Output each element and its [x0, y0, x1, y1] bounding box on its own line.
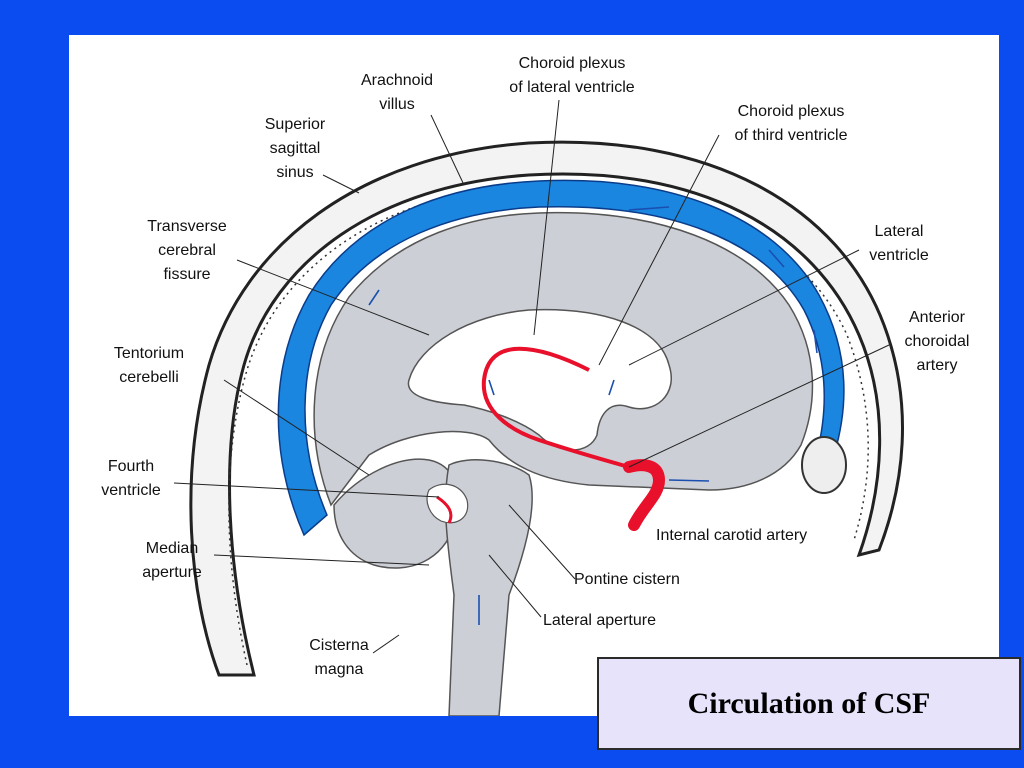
label-lateral-aperture: Lateral aperture	[543, 612, 656, 629]
internal-carotid-artery-shape	[623, 459, 666, 531]
brain-illustration: Superior sagittal sinus Arachnoid villus…	[101, 55, 970, 716]
svg-text:magna: magna	[315, 661, 364, 678]
title-box: Circulation of CSF	[597, 657, 1021, 750]
svg-text:Choroid plexus: Choroid plexus	[519, 55, 626, 72]
label-cisterna-magna: Cisterna magna	[309, 637, 369, 678]
slide-title: Circulation of CSF	[687, 686, 931, 720]
svg-text:Superior: Superior	[265, 116, 326, 133]
label-choroid-plexus-third: Choroid plexus of third ventricle	[735, 103, 848, 144]
svg-text:fissure: fissure	[163, 266, 210, 283]
label-internal-carotid-artery: Internal carotid artery	[656, 527, 807, 544]
svg-text:Lateral: Lateral	[875, 223, 924, 240]
svg-text:Choroid plexus: Choroid plexus	[738, 103, 845, 120]
label-superior-sagittal-sinus: Superior sagittal sinus	[265, 116, 326, 181]
svg-text:Fourth: Fourth	[108, 458, 154, 475]
svg-text:artery: artery	[917, 357, 958, 374]
svg-text:of third ventricle: of third ventricle	[735, 127, 848, 144]
label-pontine-cistern: Pontine cistern	[574, 571, 680, 588]
label-choroid-plexus-lateral: Choroid plexus of lateral ventricle	[509, 55, 634, 96]
svg-text:ventricle: ventricle	[101, 482, 161, 499]
fourth-ventricle-shape	[426, 483, 469, 524]
svg-text:Transverse: Transverse	[147, 218, 227, 235]
svg-text:Median: Median	[146, 540, 198, 557]
lateral-ventricle	[407, 308, 672, 451]
label-fourth-ventricle: Fourth ventricle	[101, 458, 161, 499]
svg-text:ventricle: ventricle	[869, 247, 929, 264]
svg-text:Anterior: Anterior	[909, 309, 966, 326]
svg-text:cerebral: cerebral	[158, 242, 216, 259]
label-lateral-ventricle: Lateral ventricle	[869, 223, 929, 264]
svg-text:of lateral ventricle: of lateral ventricle	[509, 79, 634, 96]
brainstem	[444, 459, 533, 716]
svg-text:choroidal: choroidal	[905, 333, 970, 350]
svg-text:Cisterna: Cisterna	[309, 637, 369, 654]
svg-text:cerebelli: cerebelli	[119, 369, 179, 386]
svg-text:villus: villus	[379, 96, 415, 113]
svg-text:sinus: sinus	[276, 164, 313, 181]
label-anterior-choroidal-artery: Anterior choroidal artery	[905, 309, 970, 374]
svg-text:aperture: aperture	[142, 564, 202, 581]
leader-lines	[173, 99, 890, 654]
label-median-aperture: Median aperture	[142, 540, 202, 581]
label-tentorium-cerebelli: Tentorium cerebelli	[114, 345, 184, 386]
svg-text:Tentorium: Tentorium	[114, 345, 184, 362]
csf-diagram: Superior sagittal sinus Arachnoid villus…	[69, 35, 999, 716]
label-arachnoid-villus: Arachnoid villus	[361, 72, 433, 113]
csf-flow-arrows	[368, 206, 818, 625]
svg-text:Arachnoid: Arachnoid	[361, 72, 433, 89]
anterior-choroidal-artery	[481, 346, 630, 469]
skull	[189, 140, 904, 677]
svg-text:sagittal: sagittal	[270, 140, 321, 157]
label-transverse-cerebral-fissure: Transverse cerebral fissure	[147, 218, 227, 283]
